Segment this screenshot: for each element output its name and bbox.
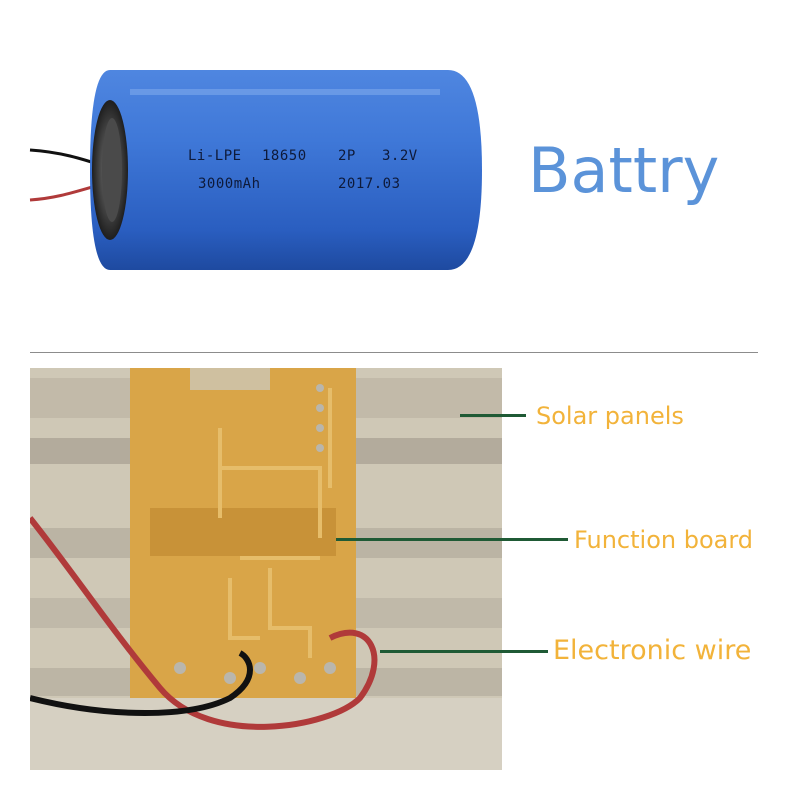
section-divider: [30, 352, 758, 353]
battery-print-type: Li-LPE: [188, 148, 242, 164]
battery-title: Battry: [528, 134, 720, 207]
battery-print-date: 2017.03: [338, 176, 401, 192]
solar-panels-label: Solar panels: [536, 402, 684, 430]
solar-panels-leader: [460, 414, 526, 417]
circuit-photo: [30, 368, 502, 770]
function-board-leader: [336, 538, 568, 541]
function-board-label: Function board: [574, 526, 754, 554]
battery-photo: [29, 70, 482, 270]
battery-print-model: 18650: [262, 148, 307, 164]
battery-print-config: 2P: [338, 148, 356, 164]
battery-print-capacity: 3000mAh: [198, 176, 261, 192]
battery-print-voltage: 3.2V: [382, 148, 418, 164]
electronic-wire-label: Electronic wire: [553, 635, 752, 666]
electronic-wire-leader: [380, 650, 548, 653]
